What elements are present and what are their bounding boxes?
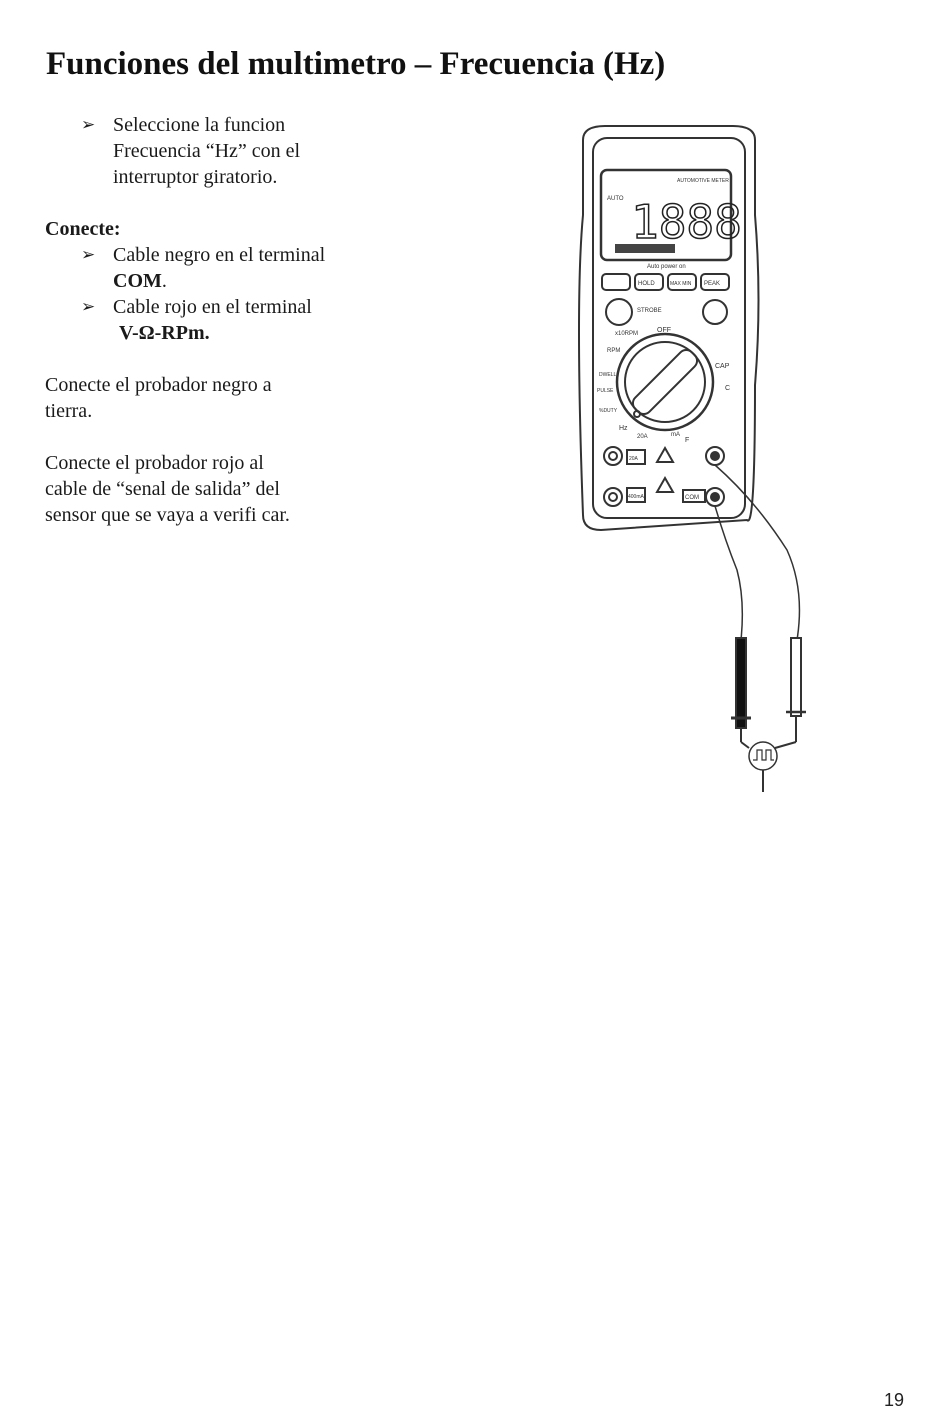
paragraph-black-probe: Conecte el probador negro a tierra. (45, 372, 385, 424)
button-peak (700, 273, 730, 291)
step-line: Frecuencia “Hz” con el (113, 140, 301, 162)
terminal-400ma-label: 400mA (628, 494, 645, 500)
maxmin-label: MAX MIN (670, 281, 692, 287)
paragraph-line: sensor que se vaya a verifi car. (45, 504, 290, 526)
connection-text: Cable rojo en el terminal (113, 296, 312, 318)
dial-duty: %DUTY (599, 408, 618, 414)
connection-black-lead: ➢ Cable negro en el terminal COM. (45, 242, 385, 294)
rotary-dial (615, 332, 715, 432)
step-list: ➢ Seleccione la funcion Frecuencia “Hz” … (45, 112, 385, 190)
multimeter-figure: AUTOMOTIVE METER AUTO 1888 Auto power on… (578, 125, 806, 792)
step-select-function: ➢ Seleccione la funcion Frecuencia “Hz” … (45, 112, 385, 190)
light-button (702, 299, 728, 325)
strobe-button (605, 298, 633, 326)
step-line: Seleccione la funcion (113, 114, 286, 136)
terminal-20a-jack (603, 446, 623, 466)
punctuation: . (161, 270, 167, 292)
connection-text: Cable negro en el terminal (113, 244, 326, 266)
dial-f: F (685, 437, 689, 444)
dial-knob (631, 348, 699, 416)
paragraph-line: Conecte el probador rojo al (45, 452, 264, 474)
red-lead-wire (714, 464, 801, 641)
page-number: 19 (883, 1390, 904, 1410)
multimeter-illustration: AUTOMOTIVE METER AUTO 1888 Auto power on… (565, 120, 825, 820)
paragraph-red-probe: Conecte el probador rojo al cable de “se… (45, 450, 385, 528)
strobe-label: STROBE (637, 308, 662, 314)
dial-c: C (725, 385, 730, 392)
meter-brand: AUTOMOTIVE METER (677, 178, 729, 184)
dial-ma: mA (671, 432, 680, 438)
connection-list: ➢ Cable negro en el terminal COM. ➢ Cabl… (45, 242, 385, 346)
dial-hz: Hz (619, 425, 628, 432)
terminal-v-ohm-rpm: V-Ω-RPm. (119, 322, 210, 344)
dial-20a: 20A (637, 434, 648, 440)
connection-red-lead: ➢ Cable rojo en el terminal V-Ω-RPm. (45, 294, 385, 346)
arrow-bullet-icon: ➢ (81, 245, 96, 265)
paragraph-line: Conecte el probador negro a (45, 374, 272, 396)
terminal-20a-label: 20A (629, 456, 639, 462)
arrow-bullet-icon: ➢ (81, 115, 96, 135)
step-line: interruptor giratorio. (113, 166, 278, 188)
meter-inner-case (592, 137, 746, 519)
auto-label: AUTO (607, 196, 624, 202)
arrow-bullet-icon: ➢ (81, 297, 96, 317)
dial-off: OFF (657, 327, 671, 334)
page-title: Funciones del multimetro – Frecuencia (H… (46, 46, 666, 82)
dial-x10rpm: x10RPM (615, 331, 638, 337)
auto-power-label: Auto power on (647, 264, 686, 270)
lcd-frame (599, 168, 733, 262)
sensor-symbol (748, 741, 778, 771)
peak-label: PEAK (704, 281, 720, 287)
hold-label: HOLD (638, 281, 655, 287)
black-probe (735, 637, 747, 729)
meter-outer-case (578, 125, 760, 532)
button-maxmin (667, 273, 697, 291)
terminal-com: COM (113, 270, 162, 292)
dial-pulse: PULSE (597, 388, 614, 394)
button-range (601, 273, 631, 291)
terminal-com-label: COM (685, 495, 699, 501)
dial-dwell: DWELL (599, 372, 616, 378)
bargraph (615, 244, 675, 253)
red-probe (790, 637, 802, 717)
button-hold (634, 273, 664, 291)
paragraph-line: cable de “senal de salida” del (45, 478, 280, 500)
dial-cap: CAP (715, 363, 730, 370)
black-lead-wire (714, 505, 744, 641)
instructions: ➢ Seleccione la funcion Frecuencia “Hz” … (45, 112, 385, 528)
paragraph-line: tierra. (45, 400, 93, 422)
connect-heading: Conecte: (45, 218, 121, 240)
lcd-readout: 1888 (631, 195, 742, 249)
terminal-400ma-jack (603, 487, 623, 507)
dial-rpm: RPM (607, 348, 620, 354)
